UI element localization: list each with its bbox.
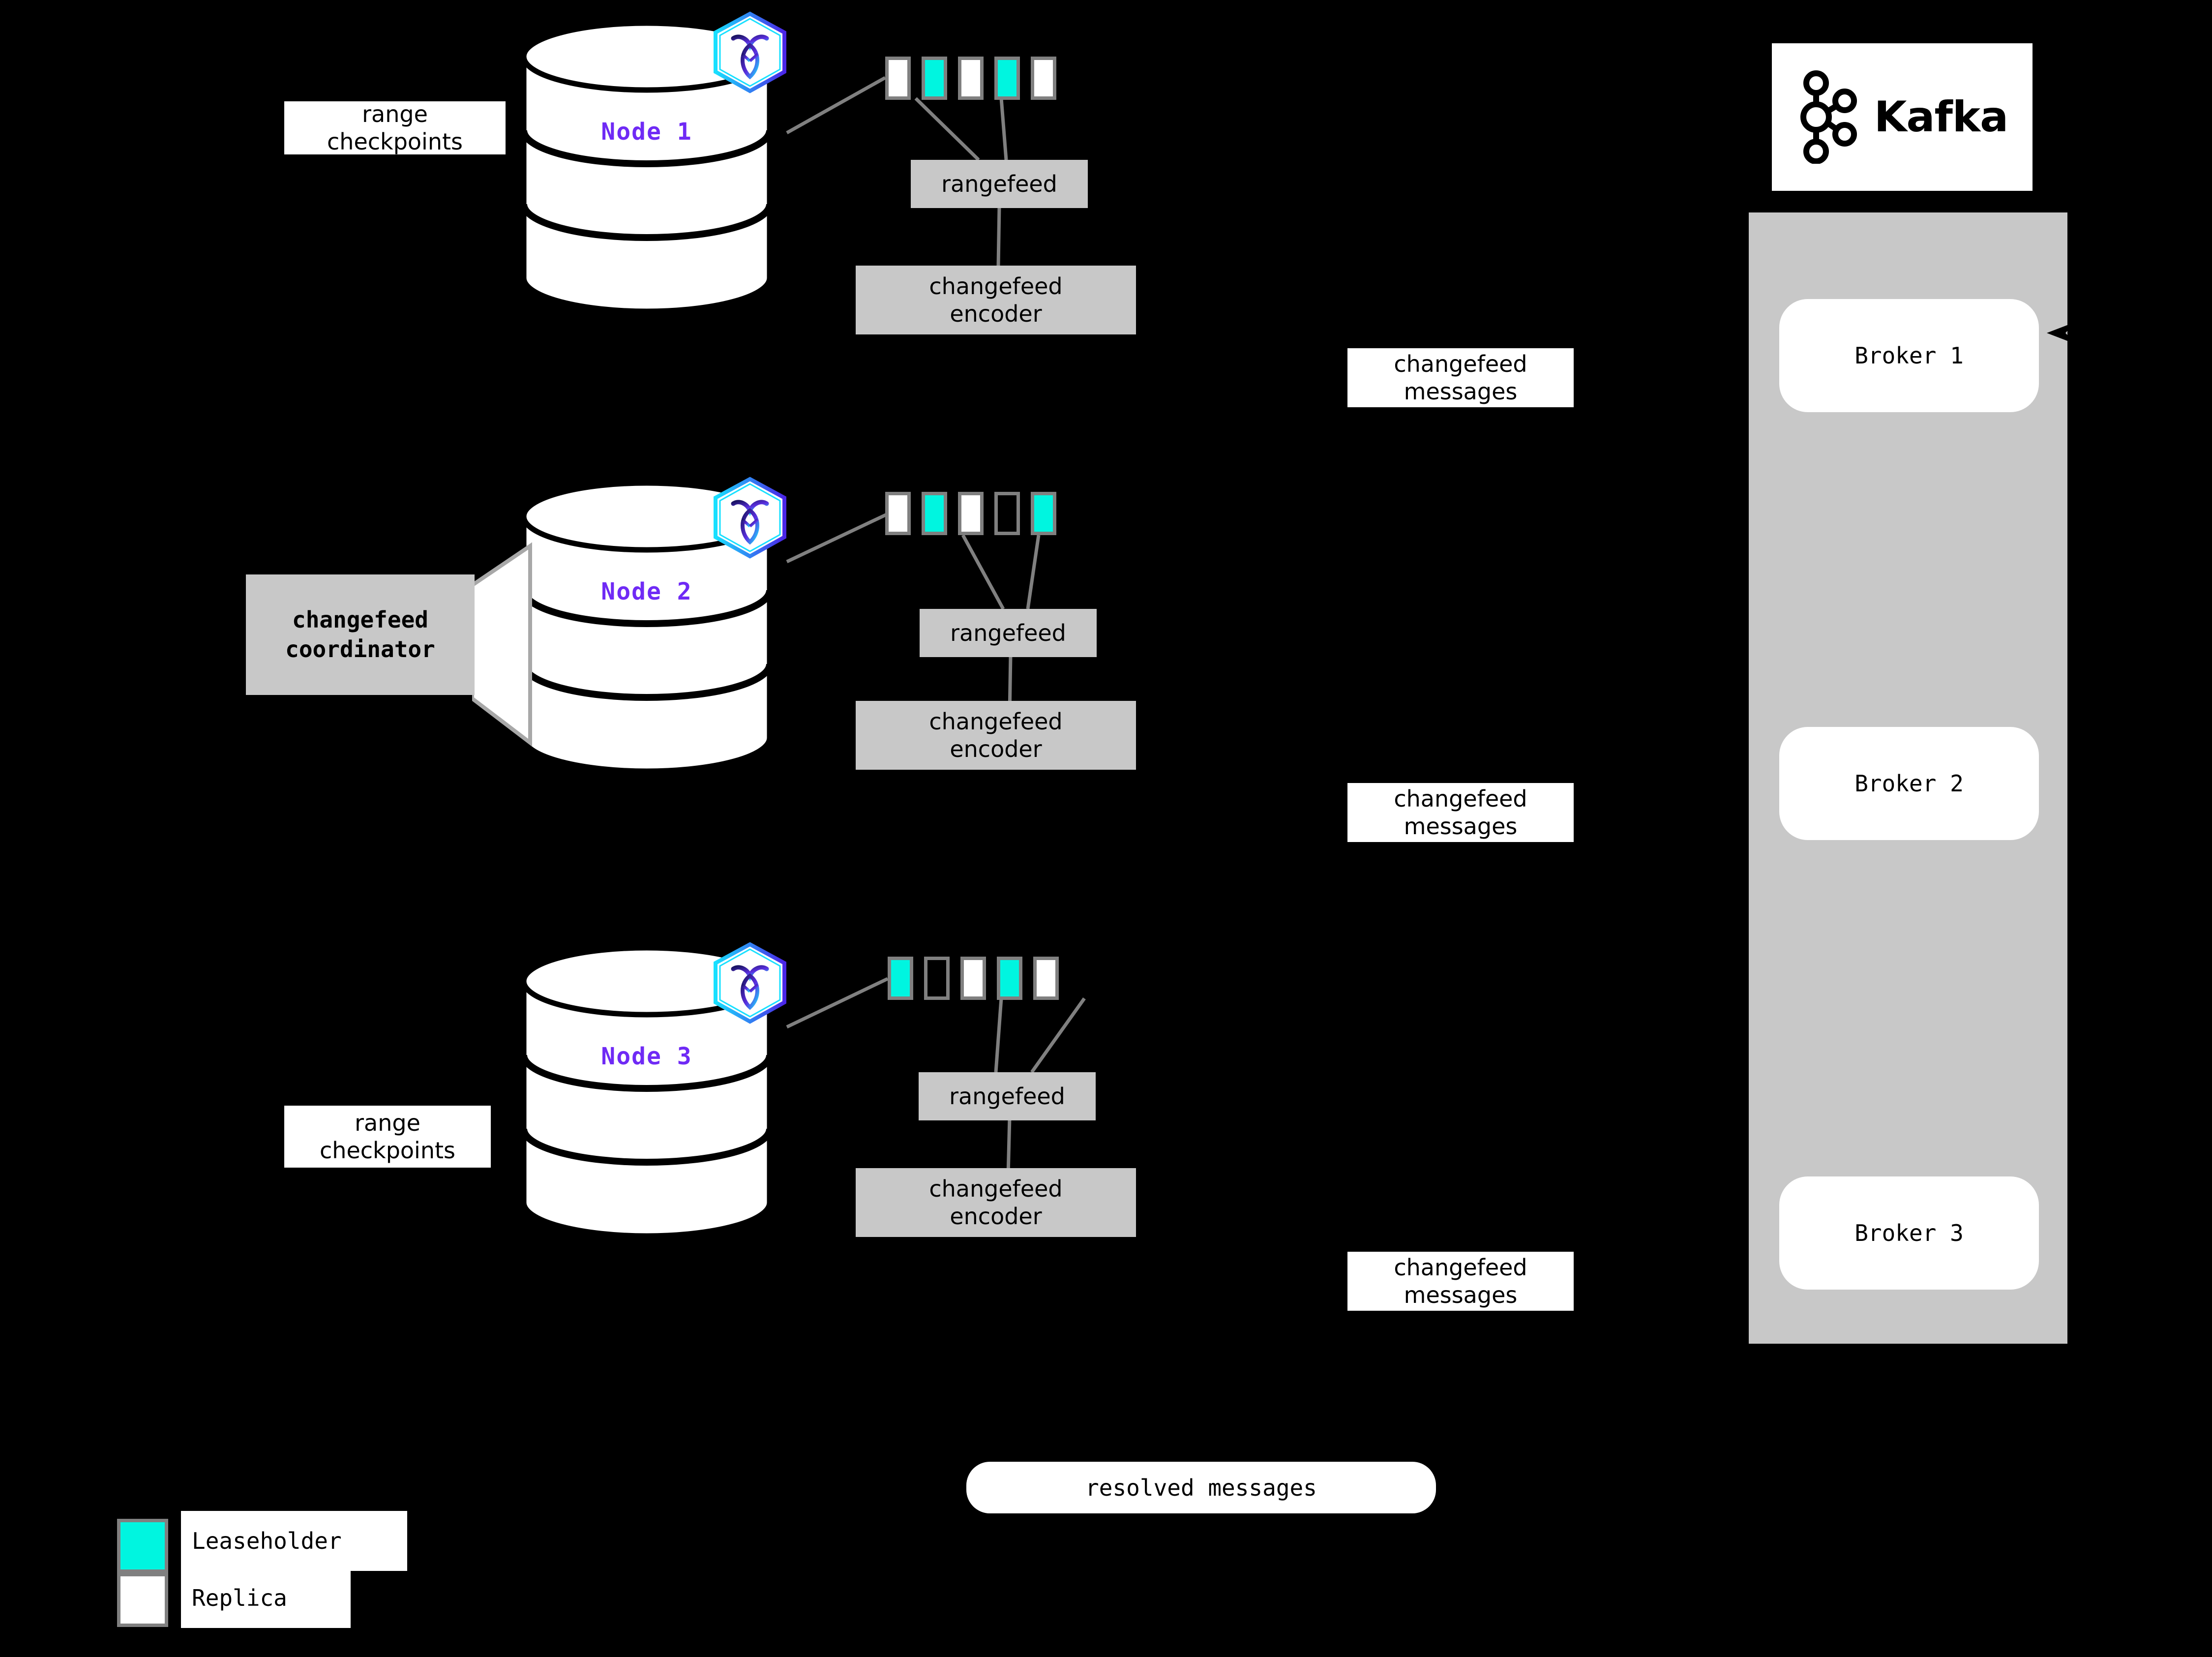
broker-1[interactable]: Broker 1 bbox=[1779, 299, 2039, 412]
cockroachdb-logo-icon-3 bbox=[710, 940, 791, 1026]
range-box[interactable] bbox=[1033, 957, 1059, 1000]
changefeed-encoder-box-2[interactable]: changefeed encoder bbox=[856, 701, 1136, 770]
broker-3[interactable]: Broker 3 bbox=[1779, 1176, 2039, 1290]
broker-2[interactable]: Broker 2 bbox=[1779, 727, 2039, 840]
changefeed-messages-text-2: changefeed messages bbox=[1394, 785, 1527, 840]
range-checkpoints-text-1: range checkpoints bbox=[327, 100, 463, 155]
changefeed-encoder-box-1[interactable]: changefeed encoder bbox=[856, 266, 1136, 334]
node-cylinder-2: Node 2 bbox=[519, 480, 775, 775]
range-box[interactable] bbox=[885, 492, 911, 535]
cockroachdb-logo-icon-2 bbox=[710, 475, 791, 561]
changefeed-messages-text-1: changefeed messages bbox=[1394, 350, 1527, 405]
legend-swatch-replica bbox=[117, 1573, 168, 1627]
range-checkpoints-label-3: range checkpoints bbox=[284, 1106, 491, 1168]
changefeed-messages-label-1: changefeed messages bbox=[1347, 348, 1574, 407]
changefeed-encoder-box-3[interactable]: changefeed encoder bbox=[856, 1168, 1136, 1237]
range-box[interactable] bbox=[922, 492, 947, 535]
legend-label-replica: Replica bbox=[181, 1568, 351, 1628]
changefeed-messages-label-3: changefeed messages bbox=[1347, 1252, 1574, 1311]
range-box[interactable] bbox=[997, 957, 1022, 1000]
cockroachdb-logo-icon-1 bbox=[710, 10, 791, 96]
range-row-2 bbox=[885, 492, 1056, 535]
resolved-messages-pill[interactable]: resolved messages bbox=[966, 1462, 1436, 1513]
broker-inbound-arrow-icon bbox=[2047, 322, 2076, 344]
rangefeed-box-2[interactable]: rangefeed bbox=[920, 609, 1097, 657]
range-checkpoints-label-1: range checkpoints bbox=[284, 101, 506, 155]
range-box[interactable] bbox=[958, 57, 984, 100]
range-checkpoints-text-3: range checkpoints bbox=[320, 1109, 455, 1164]
kafka-logo-icon bbox=[1796, 70, 1865, 164]
node-cylinder-1: Node 1 bbox=[519, 20, 775, 315]
range-box[interactable] bbox=[922, 57, 947, 100]
legend-swatch-leaseholder bbox=[117, 1519, 168, 1573]
range-box[interactable] bbox=[994, 492, 1020, 535]
range-box[interactable] bbox=[1031, 57, 1056, 100]
kafka-wordmark: Kafka bbox=[1874, 92, 2008, 142]
node-label-2: Node 2 bbox=[601, 578, 692, 605]
changefeed-messages-text-3: changefeed messages bbox=[1394, 1254, 1527, 1308]
range-box[interactable] bbox=[885, 57, 911, 100]
rangefeed-box-3[interactable]: rangefeed bbox=[919, 1072, 1096, 1120]
range-box[interactable] bbox=[994, 57, 1020, 100]
changefeed-messages-label-2: changefeed messages bbox=[1347, 783, 1574, 842]
kafka-logo-panel: Kafka bbox=[1772, 43, 2033, 191]
range-box[interactable] bbox=[924, 957, 950, 1000]
range-row-3 bbox=[888, 957, 1059, 1000]
coordinator-callout-wedge bbox=[472, 541, 551, 748]
node-label-1: Node 1 bbox=[601, 118, 692, 146]
node-label-3: Node 3 bbox=[601, 1043, 692, 1070]
range-box[interactable] bbox=[888, 957, 913, 1000]
rangefeed-box-1[interactable]: rangefeed bbox=[911, 160, 1088, 208]
range-row-1 bbox=[885, 57, 1056, 100]
node-cylinder-3: Node 3 bbox=[519, 944, 775, 1239]
range-box[interactable] bbox=[958, 492, 984, 535]
kafka-broker-panel: Broker 1 Broker 2 Broker 3 bbox=[1749, 212, 2076, 1344]
changefeed-coordinator-box[interactable]: changefeed coordinator bbox=[246, 574, 475, 695]
legend-label-leaseholder: Leaseholder bbox=[181, 1511, 407, 1571]
range-box[interactable] bbox=[1031, 492, 1056, 535]
range-box[interactable] bbox=[960, 957, 986, 1000]
